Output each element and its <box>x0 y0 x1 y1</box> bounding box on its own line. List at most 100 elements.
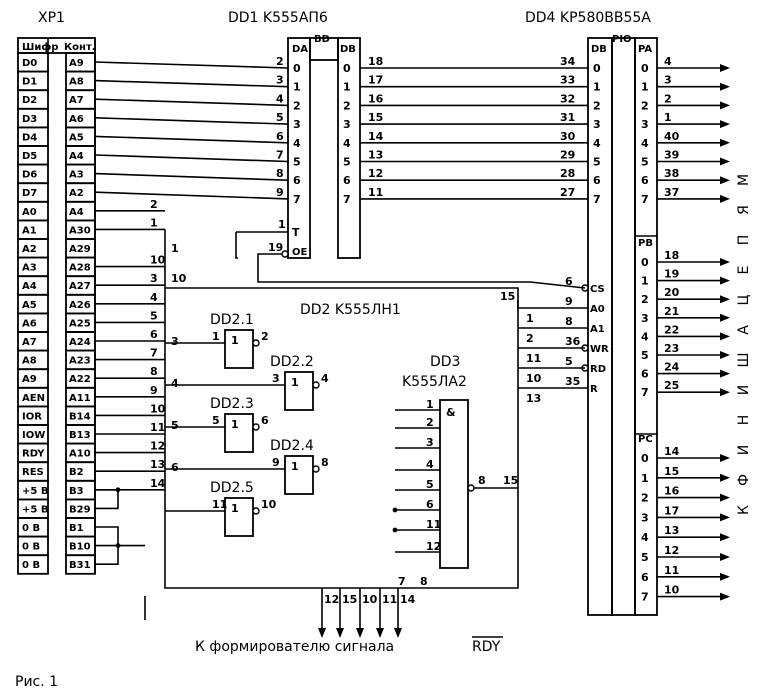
dd4-pc-pin: 11 <box>664 564 679 577</box>
bottom-inner-pin: 8 <box>420 575 428 588</box>
dd1-b-index: 5 <box>343 156 351 169</box>
dd4-pa-pin: 1 <box>664 111 672 124</box>
xp1-signal-D6: D6 <box>22 170 37 181</box>
left-bus-pin: 6 <box>150 328 158 341</box>
xp1-contact-B14: B14 <box>69 411 91 422</box>
dd1-b-pin: 11 <box>368 186 383 199</box>
xp1-signal-IOR: IOR <box>22 411 42 422</box>
xp1-contact-A29: A29 <box>69 244 91 255</box>
pa-arrow <box>720 120 730 129</box>
bottom-pin: 12 <box>324 593 339 606</box>
dd4-pb-pin: 18 <box>664 249 679 262</box>
pb-arrow <box>720 332 730 341</box>
dd1-b-pin: 13 <box>368 149 383 162</box>
xp1-contact-A27: A27 <box>69 281 91 292</box>
inverter-gate <box>284 455 314 495</box>
dd4-db-index: 4 <box>593 137 601 150</box>
xp1-contact-A6: A6 <box>69 114 84 125</box>
xp1-signal-cell <box>17 554 49 575</box>
data-bus-line <box>94 135 289 144</box>
dd4-pc-index: 7 <box>641 591 649 604</box>
gate-in-pin: 1 <box>212 330 220 343</box>
bottom-pin: 10 <box>362 593 378 606</box>
pc-arrow <box>720 493 730 502</box>
dd4-ctrl-pin: 36 <box>565 335 581 348</box>
gate-title: DD2.3 <box>210 396 254 412</box>
xp1-contact-B13: B13 <box>69 430 91 441</box>
dd1-a-index: 0 <box>293 62 301 75</box>
inverter-gate <box>224 413 254 453</box>
dd4-pc-index: 1 <box>641 472 649 485</box>
dd4-pa-pin: 2 <box>664 92 672 105</box>
dd4-db-index: 2 <box>593 99 601 112</box>
xp1-signal-A0: A0 <box>22 207 37 218</box>
dd4-pc-index: 6 <box>641 571 649 584</box>
xp1-signal-A8: A8 <box>22 356 37 367</box>
inverter-gate <box>224 497 254 537</box>
gate-out-pin: 8 <box>321 456 329 469</box>
dd1-mid <box>309 37 339 61</box>
dd1-a-index: 6 <box>293 174 301 187</box>
dd1-da-label: DA <box>292 44 308 55</box>
dd4-db-index: 7 <box>593 193 601 206</box>
xp1-signal-0 В: 0 В <box>22 542 40 553</box>
dd3-in-pin: 4 <box>426 458 434 471</box>
xp1-contact-B10: B10 <box>69 542 91 553</box>
data-bus-line <box>94 172 289 181</box>
bottom-pin: 11 <box>382 593 397 606</box>
dd1-a-pin: 2 <box>276 55 284 68</box>
dd4-pa-pin: 40 <box>664 130 680 143</box>
dd1-b-index: 4 <box>343 137 351 150</box>
pa-arrow <box>720 194 730 203</box>
dd1-a-pin: 7 <box>276 149 284 162</box>
xp1-signal-RES: RES <box>22 467 44 478</box>
xp1-contact-A5: A5 <box>69 132 84 143</box>
dd1-b-pin: 12 <box>368 167 383 180</box>
gate-title: DD2.1 <box>210 312 254 328</box>
dd4-pb-pin: 24 <box>664 361 680 374</box>
xp1-signal-A5: A5 <box>22 300 37 311</box>
dd4-db-pin: 34 <box>560 55 576 68</box>
junction-dot <box>115 487 121 493</box>
dd4-db-pin: 31 <box>560 111 575 124</box>
vertical-label-char: Ш <box>736 353 752 368</box>
left-bus-pin: 1 <box>150 216 158 229</box>
dd1-b-index: 7 <box>343 193 351 206</box>
dd1-bd-label: BD <box>314 34 330 45</box>
dd4-title: DD4 KP580BB55A <box>525 10 651 26</box>
vertical-label-char: Н <box>736 415 752 426</box>
bottom-arrow <box>356 628 364 638</box>
pc-arrow <box>720 592 730 601</box>
xp1-signal-D4: D4 <box>22 132 37 143</box>
dd4-ctrl-pin: 6 <box>565 275 573 288</box>
dd4-pa-index: 3 <box>641 118 649 131</box>
dd1-t-pin: 1 <box>278 218 286 231</box>
dd4-db-pin: 30 <box>560 130 576 143</box>
left-bus-pin: 5 <box>150 309 158 322</box>
dd1-a-pin: 3 <box>276 74 284 87</box>
dd4-pa-pin: 3 <box>664 74 672 87</box>
dd4-pb-index: 7 <box>641 386 649 399</box>
xp1-signal-A3: A3 <box>22 263 37 274</box>
dd4-pc-index: 2 <box>641 492 649 505</box>
gate-in-pin: 3 <box>272 372 280 385</box>
dd1-b-pin: 15 <box>368 111 383 124</box>
xp1-contact-B1: B1 <box>69 523 84 534</box>
xp1-contact-A9: A9 <box>69 58 84 69</box>
dd1-db-column <box>337 37 361 259</box>
dd3-in-pin: 3 <box>426 436 434 449</box>
dd4-db-pin: 33 <box>560 74 575 87</box>
dd4-pc-pin: 14 <box>664 445 680 458</box>
vertical-label-char: Я <box>736 205 752 215</box>
xp1-contact-B29: B29 <box>69 504 91 515</box>
dd4-pb-pin: 20 <box>664 286 680 299</box>
dd4-pc-index: 5 <box>641 551 649 564</box>
dd4-db-index: 1 <box>593 81 601 94</box>
inverter-label: 1 <box>231 418 239 431</box>
bottom-pin: 15 <box>342 593 357 606</box>
xp1-signal-IOW: IOW <box>22 430 45 441</box>
dd4-pb-index: 3 <box>641 312 649 325</box>
dd4-pb-index: 6 <box>641 368 649 381</box>
